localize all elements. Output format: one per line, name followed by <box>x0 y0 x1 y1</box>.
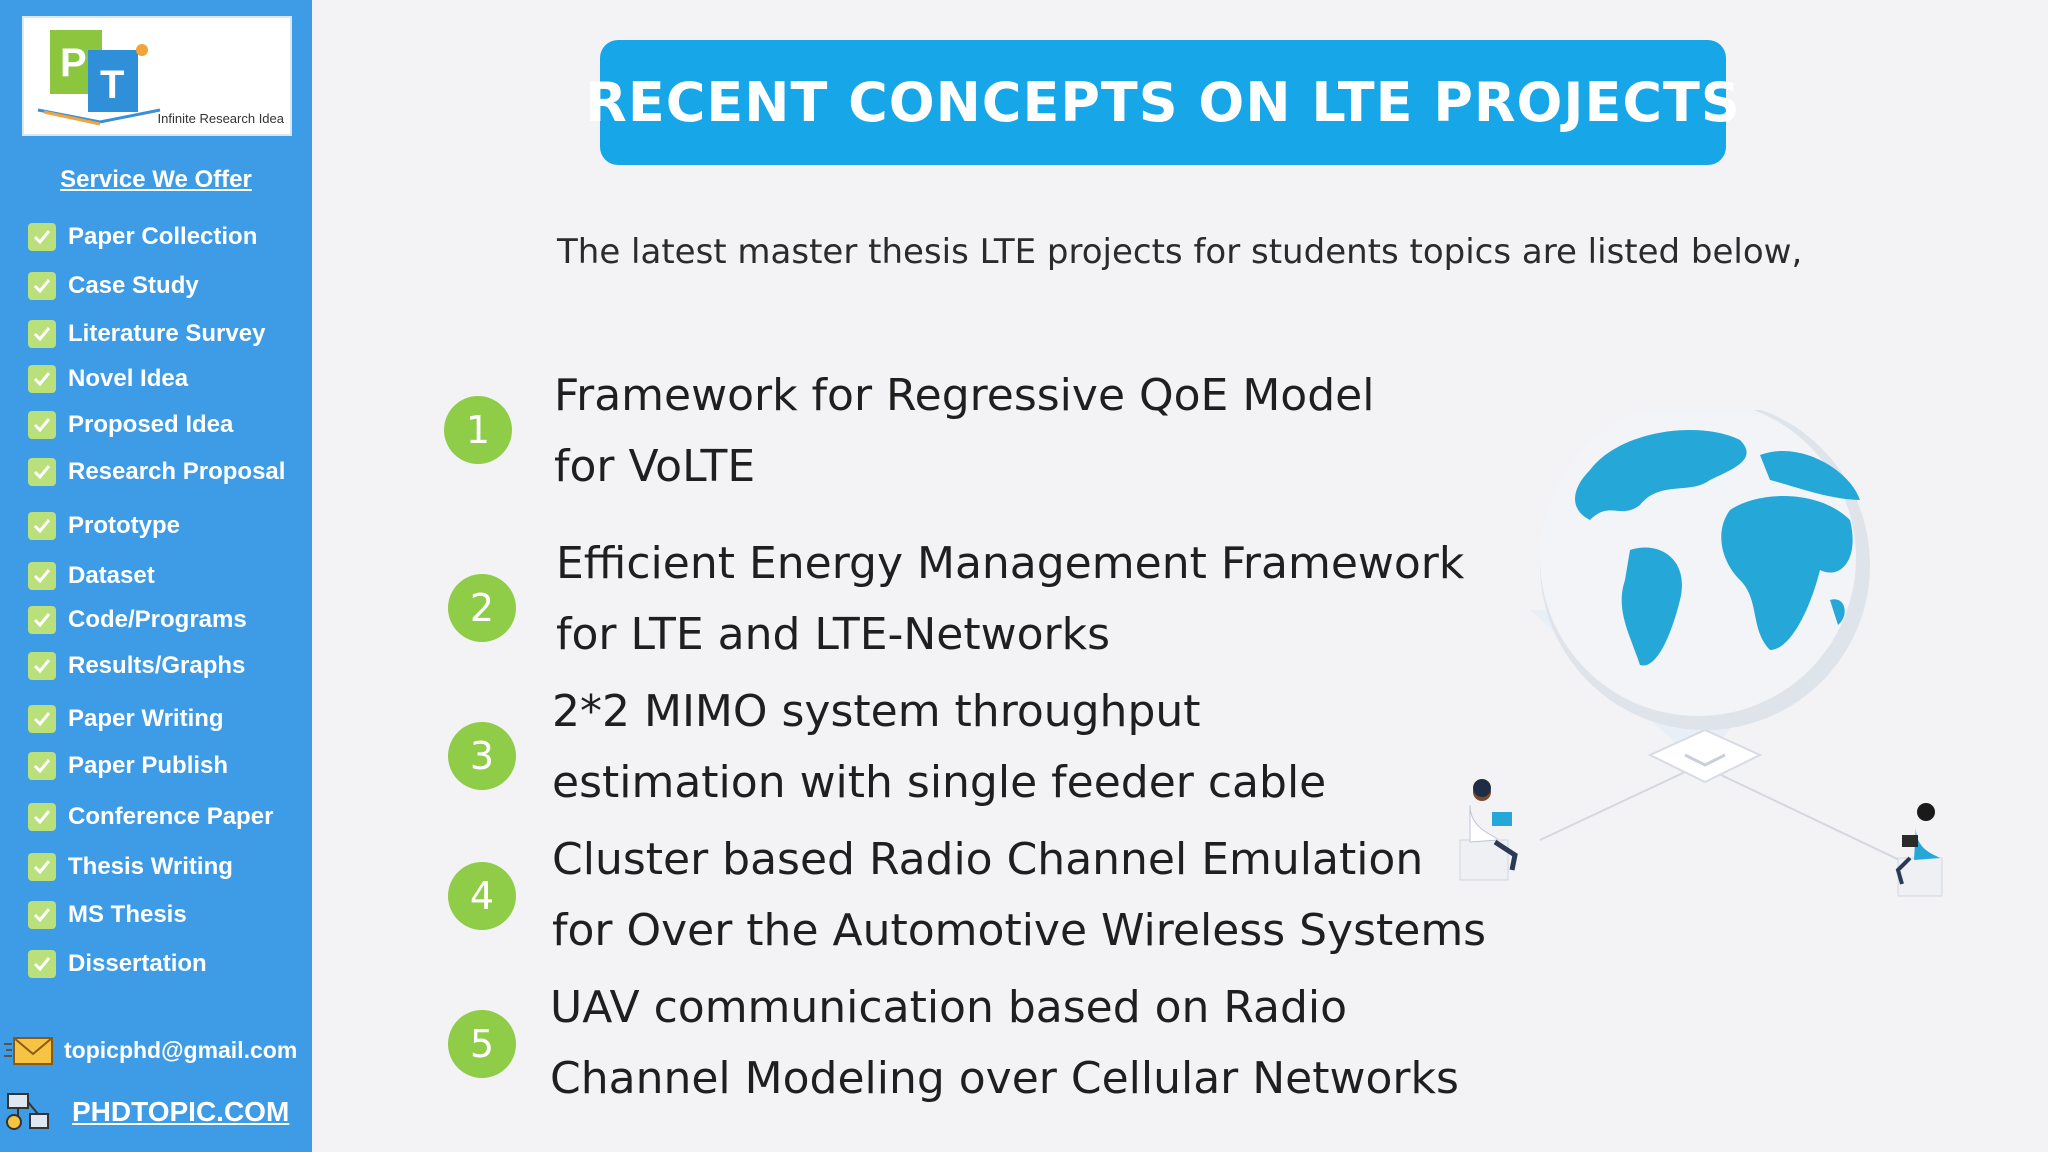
item-title-line: Cluster based Radio Channel Emulation <box>552 834 1424 885</box>
checkmark-icon <box>28 752 56 780</box>
item-number-badge: 4 <box>448 862 516 930</box>
service-item[interactable]: Case Study <box>28 269 199 303</box>
checkmark-icon <box>28 950 56 978</box>
globe-illustration <box>1459 410 1943 897</box>
checkmark-icon <box>28 853 56 881</box>
service-item-label: Code/Programs <box>68 606 247 633</box>
checkmark-icon <box>28 458 56 486</box>
email-text[interactable]: topicphd@gmail.com <box>64 1036 298 1063</box>
service-item-label: Results/Graphs <box>68 652 246 679</box>
item-title-line: Channel Modeling over Cellular Networks <box>550 1053 1459 1104</box>
item-title-line: Efficient Energy Management Framework <box>556 538 1465 589</box>
service-item[interactable]: Dissertation <box>28 947 207 981</box>
item-title-line: for VoLTE <box>554 441 756 492</box>
service-item-label: Thesis Writing <box>68 853 233 880</box>
checkmark-icon <box>28 320 56 348</box>
service-item[interactable]: Code/Programs <box>28 603 247 637</box>
checkmark-icon <box>28 411 56 439</box>
item-title-line: for LTE and LTE-Networks <box>556 609 1111 660</box>
envelope-icon <box>4 1037 53 1065</box>
checkmark-icon <box>28 272 56 300</box>
service-item[interactable]: Novel Idea <box>28 362 188 396</box>
service-item[interactable]: Conference Paper <box>28 800 273 834</box>
item-title-line: Framework for Regressive QoE Model <box>554 370 1375 421</box>
item-number-badge: 1 <box>444 396 512 464</box>
item-title-line: for Over the Automotive Wireless Systems <box>552 905 1487 956</box>
service-item-label: Paper Writing <box>68 705 224 732</box>
service-item-label: MS Thesis <box>68 901 187 928</box>
service-item[interactable]: Paper Writing <box>28 702 224 736</box>
checkmark-icon <box>28 606 56 634</box>
service-item-label: Novel Idea <box>68 365 189 392</box>
service-item-label: Case Study <box>68 272 199 299</box>
network-icon <box>6 1093 49 1130</box>
service-item[interactable]: Proposed Idea <box>28 408 233 442</box>
item-number-badge: 2 <box>448 574 516 642</box>
item-title-line: UAV communication based on Radio <box>550 982 1348 1033</box>
service-item-label: Paper Collection <box>68 223 258 250</box>
service-item-label: Proposed Idea <box>68 411 234 438</box>
svg-text:P: P <box>60 41 87 85</box>
service-item-label: Prototype <box>68 512 181 539</box>
service-item[interactable]: Paper Collection <box>28 220 257 254</box>
checkmark-icon <box>28 803 56 831</box>
logo-mark-icon: P T <box>37 30 161 126</box>
service-item[interactable]: Literature Survey <box>28 317 265 351</box>
logo-tagline: Infinite Research Idea <box>157 111 284 126</box>
svg-text:T: T <box>100 63 124 107</box>
service-item[interactable]: Prototype <box>28 509 180 543</box>
website-link[interactable]: PHDTOPIC.COM <box>72 1096 290 1127</box>
service-item-label: Conference Paper <box>68 803 274 830</box>
service-item-label: Dataset <box>68 562 155 589</box>
service-item[interactable]: Results/Graphs <box>28 649 245 683</box>
service-item[interactable]: Thesis Writing <box>28 850 233 884</box>
service-title[interactable]: Service We Offer <box>60 166 252 193</box>
service-item-label: Research Proposal <box>68 458 286 485</box>
service-item[interactable]: MS Thesis <box>28 898 187 932</box>
service-item[interactable]: Dataset <box>28 559 155 593</box>
item-number-badge: 5 <box>448 1010 516 1078</box>
checkmark-icon <box>28 901 56 929</box>
email-contact[interactable]: topicphd@gmail.com <box>4 1030 297 1070</box>
item-title-line: 2*2 MIMO system throughput <box>552 686 1201 737</box>
checkmark-icon <box>28 512 56 540</box>
checkmark-icon <box>28 705 56 733</box>
item-title-line: estimation with single feeder cable <box>552 757 1327 808</box>
service-item-label: Paper Publish <box>68 752 229 779</box>
service-item[interactable]: Research Proposal <box>28 455 285 489</box>
item-number-badge: 3 <box>448 722 516 790</box>
person-laptop-right-icon <box>1895 803 1943 897</box>
service-item-label: Dissertation <box>68 950 207 977</box>
checkmark-icon <box>28 562 56 590</box>
service-item-label: Literature Survey <box>68 320 266 347</box>
person-laptop-left-icon <box>1459 779 1518 881</box>
title-banner: RECENT CONCEPTS ON LTE PROJECTS <box>585 40 1740 165</box>
service-item[interactable]: Paper Publish <box>28 749 228 783</box>
checkmark-icon <box>28 652 56 680</box>
page-title: RECENT CONCEPTS ON LTE PROJECTS <box>585 71 1741 134</box>
checkmark-icon <box>28 365 56 393</box>
logo[interactable]: P T Infinite Research Idea <box>22 16 292 136</box>
sidebar: P T Infinite Research Idea Service We Of… <box>0 0 312 1152</box>
website-contact[interactable]: PHDTOPIC.COM <box>4 1088 289 1136</box>
intro-text: The latest master thesis LTE projects fo… <box>557 232 1803 272</box>
checkmark-icon <box>28 223 56 251</box>
